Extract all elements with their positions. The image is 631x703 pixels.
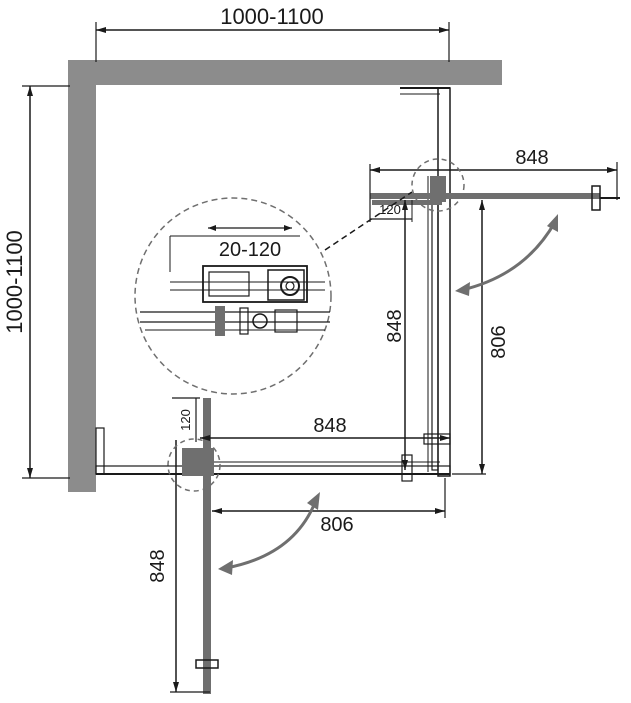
right-opening-dimension: 806 (452, 200, 510, 475)
right-offset-label: 120 (379, 202, 401, 217)
right-fixed-panel (400, 87, 451, 477)
bottom-offset-dimension: 120 (172, 397, 200, 442)
top-wall (68, 60, 502, 85)
left-height-dimension: 1000-1100 (2, 85, 70, 479)
top-width-label: 1000-1100 (220, 4, 324, 29)
top-width-dimension: 1000-1100 (95, 4, 450, 62)
magnified-detail: 20-120 (134, 197, 332, 395)
right-door-width-dimension: 848 (369, 147, 618, 222)
bottom-door-swing-arrow (218, 492, 320, 575)
bottom-offset-label: 120 (178, 409, 193, 431)
right-offset-dimension: 120 (370, 200, 413, 222)
bottom-fixed-panel (95, 427, 451, 482)
left-wall (68, 60, 96, 492)
right-detail-marker (411, 158, 465, 212)
detail-leader-line (324, 191, 413, 251)
bottom-door-width-dimension: 848 (200, 415, 450, 441)
right-side-height-label: 848 (384, 309, 406, 342)
bottom-detail-marker (167, 438, 221, 492)
bottom-door-height-dimension: 848 (147, 440, 210, 693)
bottom-door-width-label: 848 (313, 415, 346, 437)
bottom-opening-dimension: 806 (212, 478, 446, 536)
bottom-door-height-label: 848 (147, 549, 169, 582)
right-door-swing-arrow (455, 214, 558, 296)
bottom-opening-label: 806 (320, 514, 353, 536)
right-side-height-dimension: 848 (384, 200, 408, 470)
right-opening-label: 806 (488, 325, 510, 358)
bottom-sliding-door (182, 398, 219, 694)
left-height-label: 1000-1100 (2, 230, 27, 334)
right-door-width-label: 848 (515, 147, 548, 169)
right-sliding-door (370, 176, 620, 211)
detail-adjust-label: 20-120 (219, 239, 281, 261)
